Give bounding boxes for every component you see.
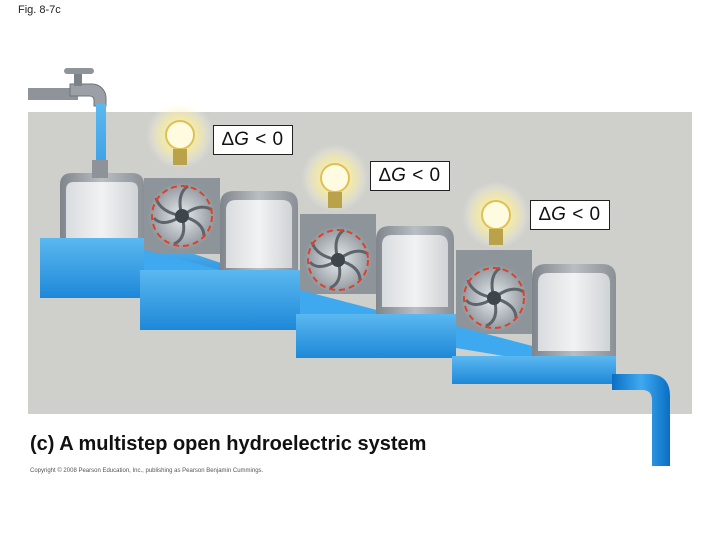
figure-caption: (c) A multistep open hydroelectric syste…: [30, 433, 427, 455]
delta-g-label-2: ∆G < 0: [370, 161, 450, 191]
g-symbol: G: [234, 129, 250, 150]
relation-text: < 0: [412, 165, 441, 186]
faucet-icon: [28, 68, 107, 107]
relation-text: < 0: [255, 129, 284, 150]
g-symbol: G: [551, 204, 567, 225]
delta-symbol: ∆: [379, 165, 392, 186]
outlet-pipe: [612, 374, 670, 466]
water-stage-4: [452, 356, 616, 384]
relation-text: < 0: [572, 204, 601, 225]
delta-g-label-1: ∆G < 0: [213, 125, 293, 155]
figure-label: Fig. 8-7c: [18, 4, 61, 16]
light-bulb-icon: [301, 144, 369, 212]
copyright-notice: Copyright © 2008 Pearson Education, Inc.…: [30, 468, 264, 474]
delta-g-label-3: ∆G < 0: [530, 200, 610, 230]
light-bulb-icon: [146, 101, 214, 169]
water-stage-2: [140, 270, 300, 330]
g-symbol: G: [391, 165, 407, 186]
light-bulb-icon: [462, 181, 530, 249]
delta-symbol: ∆: [539, 204, 552, 225]
delta-symbol: ∆: [222, 129, 235, 150]
water-stage-3: [296, 314, 456, 358]
